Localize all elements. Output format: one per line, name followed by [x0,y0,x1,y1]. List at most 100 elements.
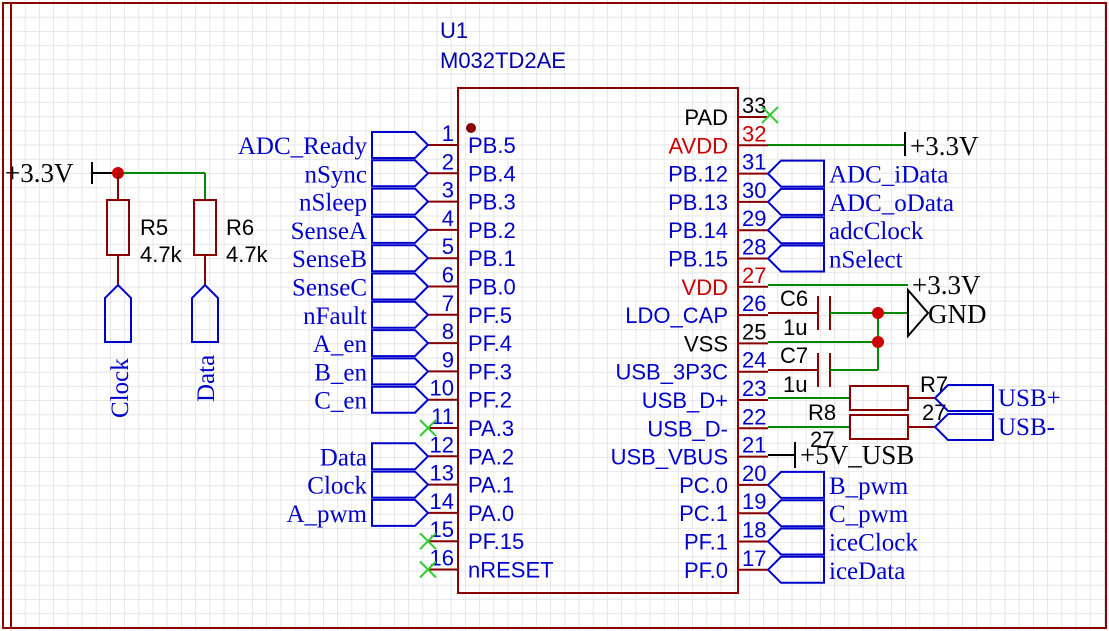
pin-number: 17 [742,546,766,571]
pin-name: PF.1 [684,530,728,555]
pin-name: USB_3P3C [615,360,728,385]
ic-body[interactable] [457,87,739,594]
junction [872,307,884,319]
pin-number: 33 [742,93,766,118]
pin-name: USB_D+ [642,388,728,413]
pin-number: 32 [742,121,766,146]
net-label: iceData [829,558,905,585]
pin-number: 19 [742,489,766,514]
pin-name: PB.13 [668,190,728,215]
net-label: C_pwm [829,501,909,528]
net-label: A_pwm [286,501,367,528]
pin-number: 25 [742,319,766,344]
pin-name: AVDD [669,133,729,158]
pin-name: PAD [684,105,728,130]
power-gnd: GND [928,299,987,329]
label-flag [371,498,430,527]
pin-number: 12 [430,432,454,457]
pin-number: 31 [742,150,766,175]
power-vbus: +5V_USB [800,440,914,470]
r7-body[interactable] [849,385,909,411]
pin-number: 6 [442,263,454,288]
net-data: Data [193,355,220,402]
r6-body[interactable] [193,199,217,256]
c7-value: 1u [783,372,807,397]
pin-number: 18 [742,518,766,543]
pin-name: PF.15 [468,529,524,554]
pin-name: PB.14 [668,218,728,243]
net-label: Clock [307,473,367,500]
label-flag [766,187,825,216]
no-connect-mark [419,560,437,579]
pin-number: 24 [742,348,766,373]
pin-name: PF.2 [468,388,512,413]
pin-number: 2 [442,149,454,174]
label-flag [766,527,825,556]
r6-value: 4.7k [226,242,269,267]
pin-name: PB.12 [668,162,728,187]
r8-ref: R8 [808,400,836,425]
label-flag [371,159,430,188]
r7-ref: R7 [920,372,948,397]
label-flag [371,385,430,414]
label-flag-clock [104,283,132,343]
net-label: nSync [305,161,368,188]
label-flag [766,470,825,499]
ic-ref: U1 [440,18,468,43]
net-label: nSleep [299,190,367,217]
label-flag [766,555,825,584]
pin-number: 21 [742,433,766,458]
pin-number: 5 [442,234,454,259]
net-label: nFault [303,303,367,330]
pin-number: 27 [742,263,766,288]
gnd-symbol [907,287,930,339]
pin-number: 14 [430,489,454,514]
pin-number: 23 [742,376,766,401]
pin-number: 26 [742,291,766,316]
pin-name: PA.1 [468,473,514,498]
pin-name: PA.0 [468,501,514,526]
no-connect-mark [419,419,437,437]
pin-name: PB.2 [468,218,516,243]
label-flag [766,159,825,188]
r8-body[interactable] [849,414,909,440]
label-flag [766,216,825,245]
pin-number: 28 [742,235,766,260]
r5-ref: R5 [140,215,168,240]
pin-number: 9 [442,347,454,372]
net-label: Data [320,444,367,471]
pin-name: PB.4 [468,161,516,186]
nc-pad [761,106,779,124]
pin-number: 15 [430,517,454,542]
pin-name: PB.3 [468,190,516,215]
net-label: B_pwm [829,473,909,500]
net-label: SenseA [291,218,367,245]
pin-number: 1 [442,121,454,146]
label-flag-usbm [933,413,994,441]
pin-name: VSS [684,331,728,356]
pin-number: 7 [442,291,454,316]
pin-name: PA.2 [468,444,514,469]
pin-number: 8 [442,319,454,344]
net-label: A_en [313,331,368,358]
pin-number: 4 [442,206,454,231]
label-flag [766,244,825,273]
junction [872,336,884,348]
pin-name: PB.1 [468,246,516,271]
label-flag [371,329,430,358]
r8-value: 27 [810,427,834,452]
label-flag [371,187,430,216]
label-flag [371,300,430,329]
net-label: SenseC [292,275,367,302]
label-flag [371,357,430,386]
power-avdd-33v: +3.3V [910,131,979,161]
pin-name: PB.0 [468,275,516,300]
ic-value: M032TD2AE [440,48,566,73]
pin-name: LDO_CAP [625,303,728,328]
r6-ref: R6 [226,215,254,240]
